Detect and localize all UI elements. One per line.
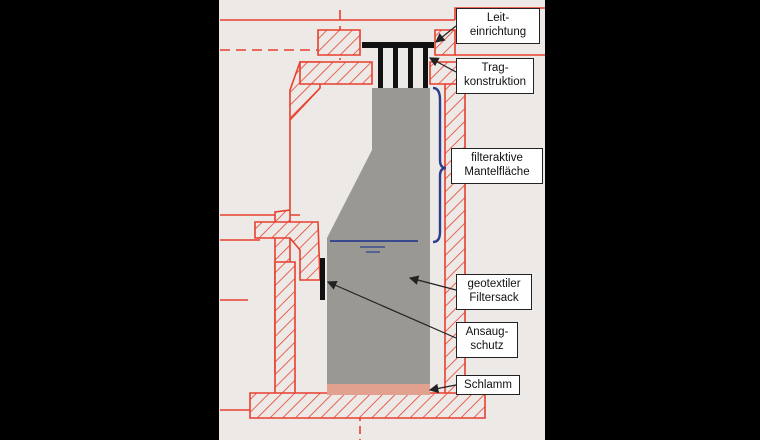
guide-device bbox=[362, 42, 434, 88]
label-schlamm-text: Schlamm bbox=[464, 379, 512, 391]
sludge-layer bbox=[327, 384, 430, 395]
frame-top bbox=[317, 29, 361, 56]
label-tragkonstruktion-line1: Trag- bbox=[481, 62, 509, 74]
cover-ring bbox=[299, 61, 373, 85]
leader-lines bbox=[326, 25, 457, 394]
mantle-bracket bbox=[432, 86, 447, 244]
label-mantelflaeche-line1: filteraktive bbox=[471, 152, 523, 164]
label-leiteinrichtung-line1: Leit- bbox=[486, 12, 510, 24]
frame-top-right bbox=[434, 29, 456, 56]
label-mantelflaeche-line2: Mantelfläche bbox=[464, 166, 530, 178]
base-slab bbox=[249, 392, 486, 419]
label-filtersack-line2: Filtersack bbox=[469, 292, 519, 304]
label-leiteinrichtung-line2: einrichtung bbox=[469, 26, 527, 38]
label-leiteinrichtung: Leit- einrichtung bbox=[456, 8, 540, 44]
label-tragkonstruktion-line2: konstruktion bbox=[463, 76, 526, 88]
label-filtersack: geotextiler Filtersack bbox=[456, 274, 532, 310]
label-mantelflaeche: filteraktive Mantelfläche bbox=[451, 148, 543, 184]
water-level bbox=[330, 240, 418, 253]
left-wall-lower bbox=[274, 261, 296, 396]
inlet-pipe bbox=[254, 221, 321, 281]
label-ansaugschutz: Ansaug- schutz bbox=[456, 322, 518, 358]
label-schlamm: Schlamm bbox=[456, 375, 520, 395]
label-ansaugschutz-line1: Ansaug- bbox=[465, 326, 509, 338]
label-tragkonstruktion: Trag- konstruktion bbox=[456, 58, 534, 94]
suction-guard bbox=[320, 258, 325, 300]
label-ansaugschutz-line2: schutz bbox=[470, 340, 504, 352]
label-filtersack-line1: geotextiler bbox=[467, 278, 521, 290]
